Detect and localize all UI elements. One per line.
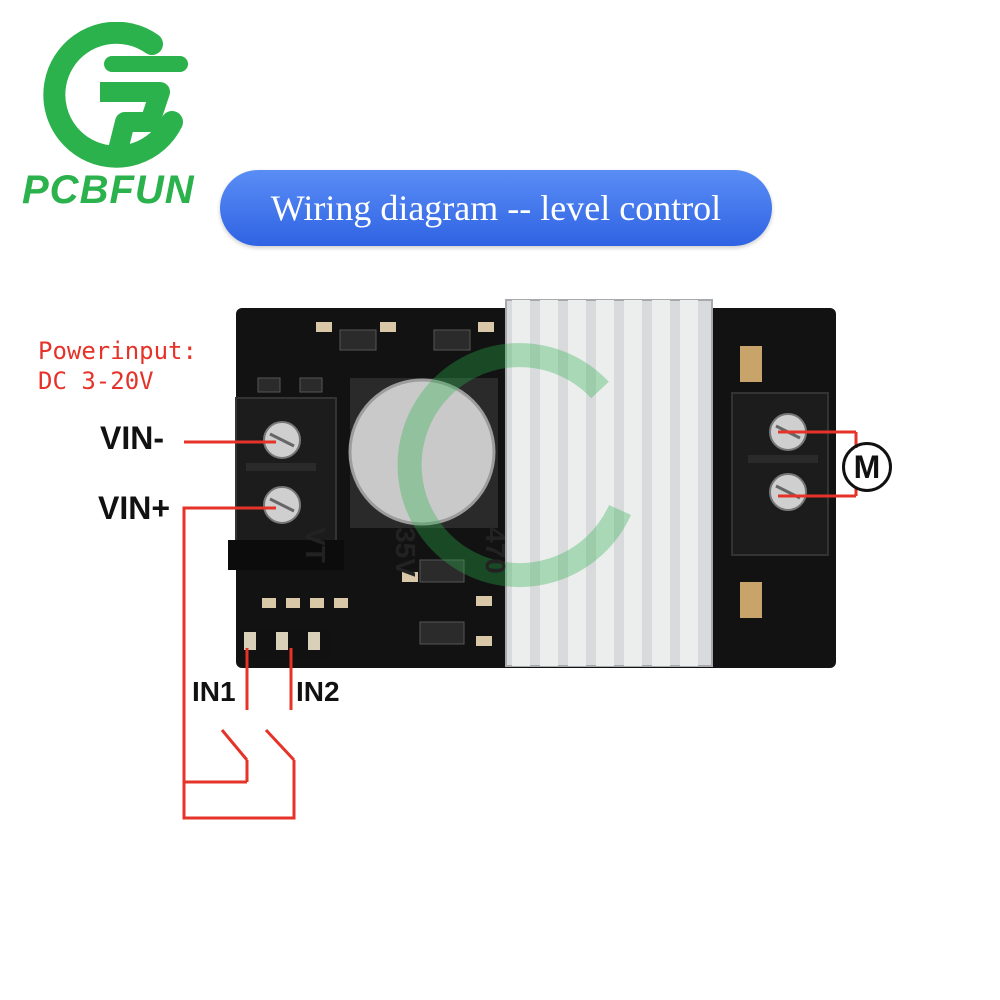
wire-vin-plus [182, 506, 296, 820]
label-in1: IN1 [192, 676, 236, 707]
capacitor-value: 470 [479, 527, 511, 574]
label-vin-minus: VIN- [100, 420, 164, 456]
power-input-note: Powerinput: DC 3-20V [38, 336, 197, 396]
label-vin-plus: VIN+ [98, 490, 171, 526]
switch-in1-lever [220, 729, 249, 761]
heatsink [505, 299, 713, 667]
smd-components [257, 329, 471, 645]
watermark-logo [397, 343, 631, 588]
switch-in2-lever [264, 728, 296, 762]
diagram-title-banner: Wiring diagram -- level control [220, 170, 772, 246]
brand-name: PCBFUN [22, 168, 195, 212]
right-terminal-block [731, 392, 829, 556]
capacitor-marking: 470 35V VT [270, 527, 570, 577]
capacitor-series: VT [299, 527, 331, 563]
label-in2: IN2 [296, 676, 340, 707]
left-terminal-block [228, 397, 344, 570]
power-input-label: Powerinput: [38, 337, 197, 365]
capacitor-voltage: 35V [389, 527, 421, 577]
wiring [182, 430, 856, 820]
smd-resistors [262, 322, 494, 646]
brand-logo-icon [43, 22, 188, 168]
motor-symbol-icon: M [842, 442, 892, 492]
header-pins [238, 628, 330, 658]
power-input-voltage: DC 3-20V [38, 367, 154, 395]
switch-wires [184, 648, 296, 784]
electrolytic-capacitor [348, 378, 498, 528]
smd-capacitors [740, 346, 762, 618]
